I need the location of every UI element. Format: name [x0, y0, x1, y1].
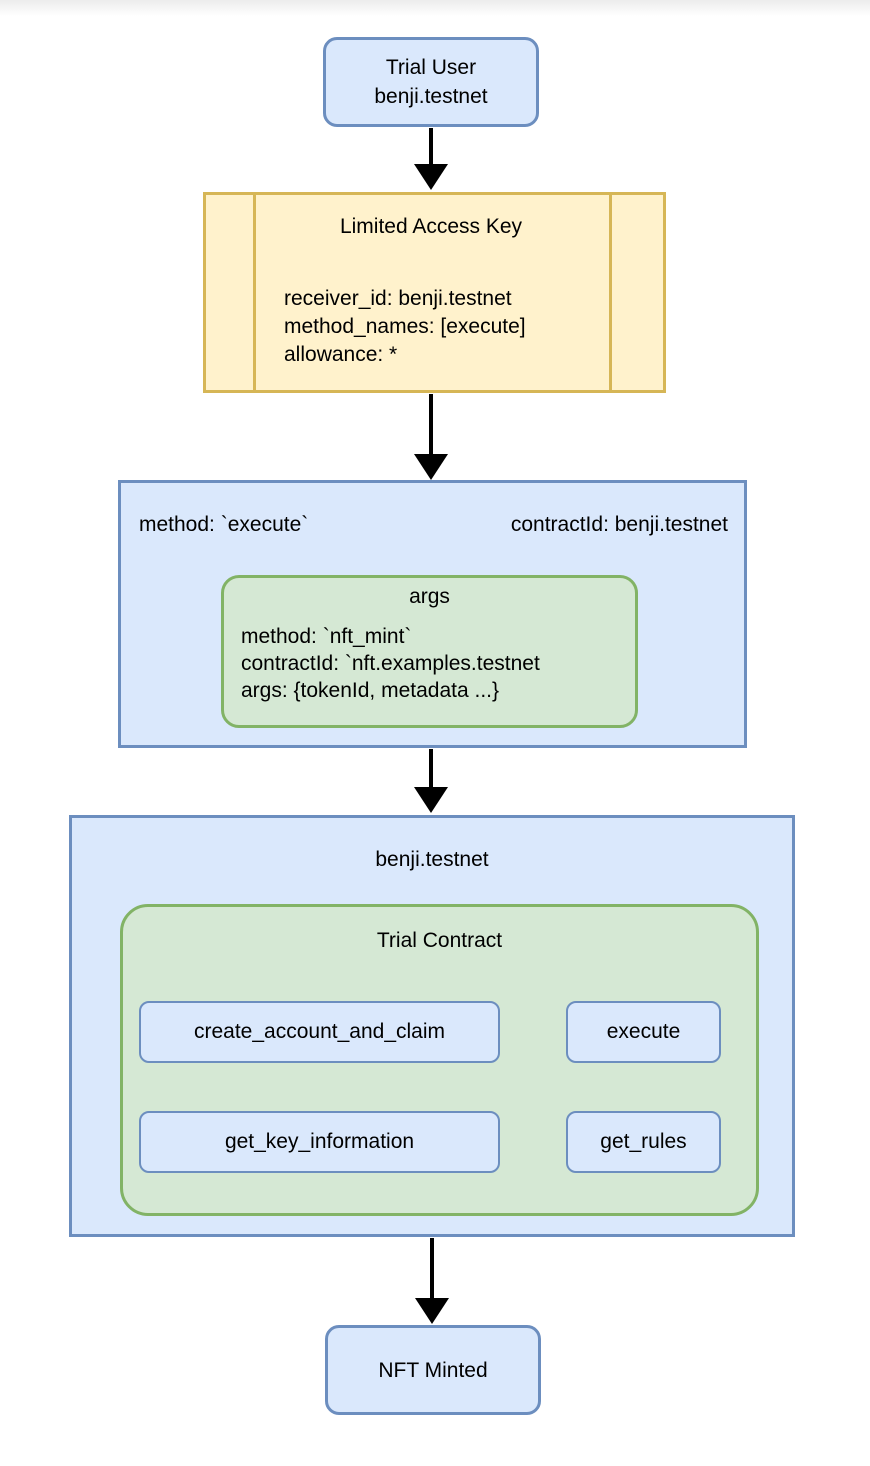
args-title: args — [409, 585, 450, 608]
arrow-execute-call-to-account — [414, 749, 448, 813]
arrow-access-key-to-execute-call — [414, 394, 448, 480]
node-account: benji.testnet Trial Contract create_acco… — [69, 815, 795, 1237]
access-key-content: Limited Access Key receiver_id: benji.te… — [256, 195, 606, 390]
access-key-title: Limited Access Key — [339, 215, 523, 238]
access-key-left-bar — [253, 195, 256, 390]
args-args: args: {tokenId, metadata ...} — [241, 679, 499, 702]
method-get-rules: get_rules — [566, 1111, 721, 1173]
node-trial-user: Trial User benji.testnet — [323, 37, 539, 127]
arrow-account-to-nft-minted — [415, 1238, 449, 1324]
args-method: method: `nft_mint` — [241, 625, 412, 648]
access-key-method-names: method_names: [execute] — [284, 315, 526, 338]
access-key-right-bar — [609, 195, 612, 390]
top-edge-gradient — [0, 0, 870, 16]
execute-call-method: method: `execute` — [139, 513, 309, 536]
trial-contract-box: Trial Contract create_account_and_claim … — [120, 904, 759, 1216]
trial-user-line1: Trial User — [385, 56, 477, 79]
arrow-head-icon — [414, 164, 448, 190]
nft-minted-label: NFT Minted — [378, 1358, 488, 1382]
arrow-head-icon — [415, 1298, 449, 1324]
access-key-receiver-id: receiver_id: benji.testnet — [284, 287, 512, 310]
method-get-key-information: get_key_information — [139, 1111, 500, 1173]
arrow-head-icon — [414, 787, 448, 813]
arrow-head-icon — [414, 454, 448, 480]
access-key-allowance: allowance: * — [284, 343, 398, 366]
arrow-shaft — [430, 1238, 434, 1298]
arrow-shaft — [429, 749, 433, 787]
node-limited-access-key: Limited Access Key receiver_id: benji.te… — [203, 192, 666, 393]
arrow-shaft — [429, 394, 433, 454]
execute-call-contract-id: contractId: benji.testnet — [510, 513, 728, 536]
trial-contract-title: Trial Contract — [376, 929, 503, 952]
access-key-lines: receiver_id: benji.testnet method_names:… — [256, 285, 606, 369]
node-execute-call: method: `execute` contractId: benji.test… — [118, 480, 747, 748]
account-title: benji.testnet — [375, 848, 489, 871]
execute-call-header: method: `execute` contractId: benji.test… — [121, 483, 744, 537]
args-box: args method: `nft_mint` contractId: `nft… — [221, 575, 638, 728]
method-execute: execute — [566, 1001, 721, 1063]
args-lines: method: `nft_mint` contractId: `nft.exam… — [224, 623, 635, 704]
node-nft-minted: NFT Minted — [325, 1325, 541, 1415]
method-create-account-and-claim: create_account_and_claim — [139, 1001, 500, 1063]
trial-user-line2: benji.testnet — [374, 85, 488, 108]
arrow-trial-user-to-access-key — [414, 128, 448, 190]
args-contract-id: contractId: `nft.examples.testnet — [241, 652, 540, 675]
arrow-shaft — [429, 128, 433, 164]
